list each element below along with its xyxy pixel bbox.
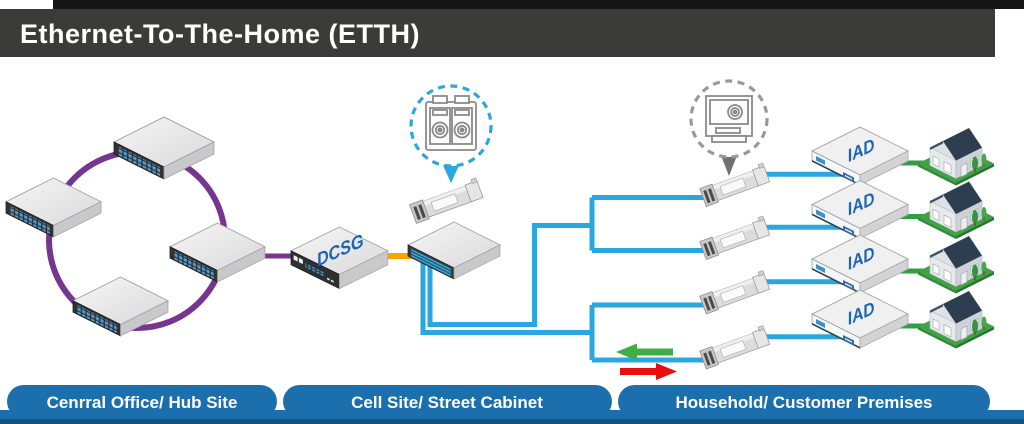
sfp-face-icon (705, 95, 753, 143)
ring-switch-top (113, 116, 215, 180)
fiber-branch-upper (427, 195, 706, 327)
sfp-module-spare (408, 177, 485, 224)
downstream-arrow-icon (616, 343, 673, 361)
header: Ethernet-To-The-Home (ETTH) (0, 0, 1024, 57)
house-2 (917, 181, 995, 240)
sfp-module-2 (698, 215, 771, 260)
header-bar (0, 9, 995, 57)
zone-pill-cell-site (283, 385, 612, 418)
zone-label-central-office: Cenrral Office/ Hub Site (47, 393, 238, 412)
zone-pill-central-office (7, 385, 277, 418)
zone-label-household: Household/ Customer Premises (676, 393, 933, 412)
header-top-strip (53, 0, 1024, 9)
fiber-branch-lower (420, 252, 706, 363)
house-4 (917, 290, 995, 349)
fiber-distribution-cables (420, 171, 845, 363)
house-1 (917, 127, 995, 186)
ring-switch-right (169, 222, 266, 283)
callout-sfp-face (689, 79, 769, 176)
sfp-to-iad-cables (757, 171, 845, 340)
zone-pill-household (618, 385, 990, 418)
iad-device-2 (811, 180, 909, 240)
sfp-module-1 (698, 162, 771, 207)
iad-to-house-links (890, 160, 938, 329)
upstream-arrow-icon (620, 363, 677, 380)
zone-legend: Cenrral Office/ Hub Site Cell Site/ Stre… (0, 385, 1024, 424)
zone-band-edge (0, 419, 1024, 424)
lc-duplex-connector-icon (425, 95, 477, 151)
iad-device-3 (811, 234, 909, 295)
callout-lc-duplex-connector (409, 84, 493, 183)
iad-device-1 (811, 126, 909, 187)
house-3 (917, 235, 995, 294)
ring-switch-left (5, 177, 102, 238)
page-title: Ethernet-To-The-Home (ETTH) (20, 19, 420, 49)
dcsg-router (290, 226, 389, 290)
callout-pointer (720, 153, 738, 176)
iad-device-4 (811, 289, 909, 350)
sfp-module-3 (698, 269, 771, 315)
zone-label-cell-site: Cell Site/ Street Cabinet (351, 393, 543, 412)
sfp-module-4 (698, 324, 771, 370)
